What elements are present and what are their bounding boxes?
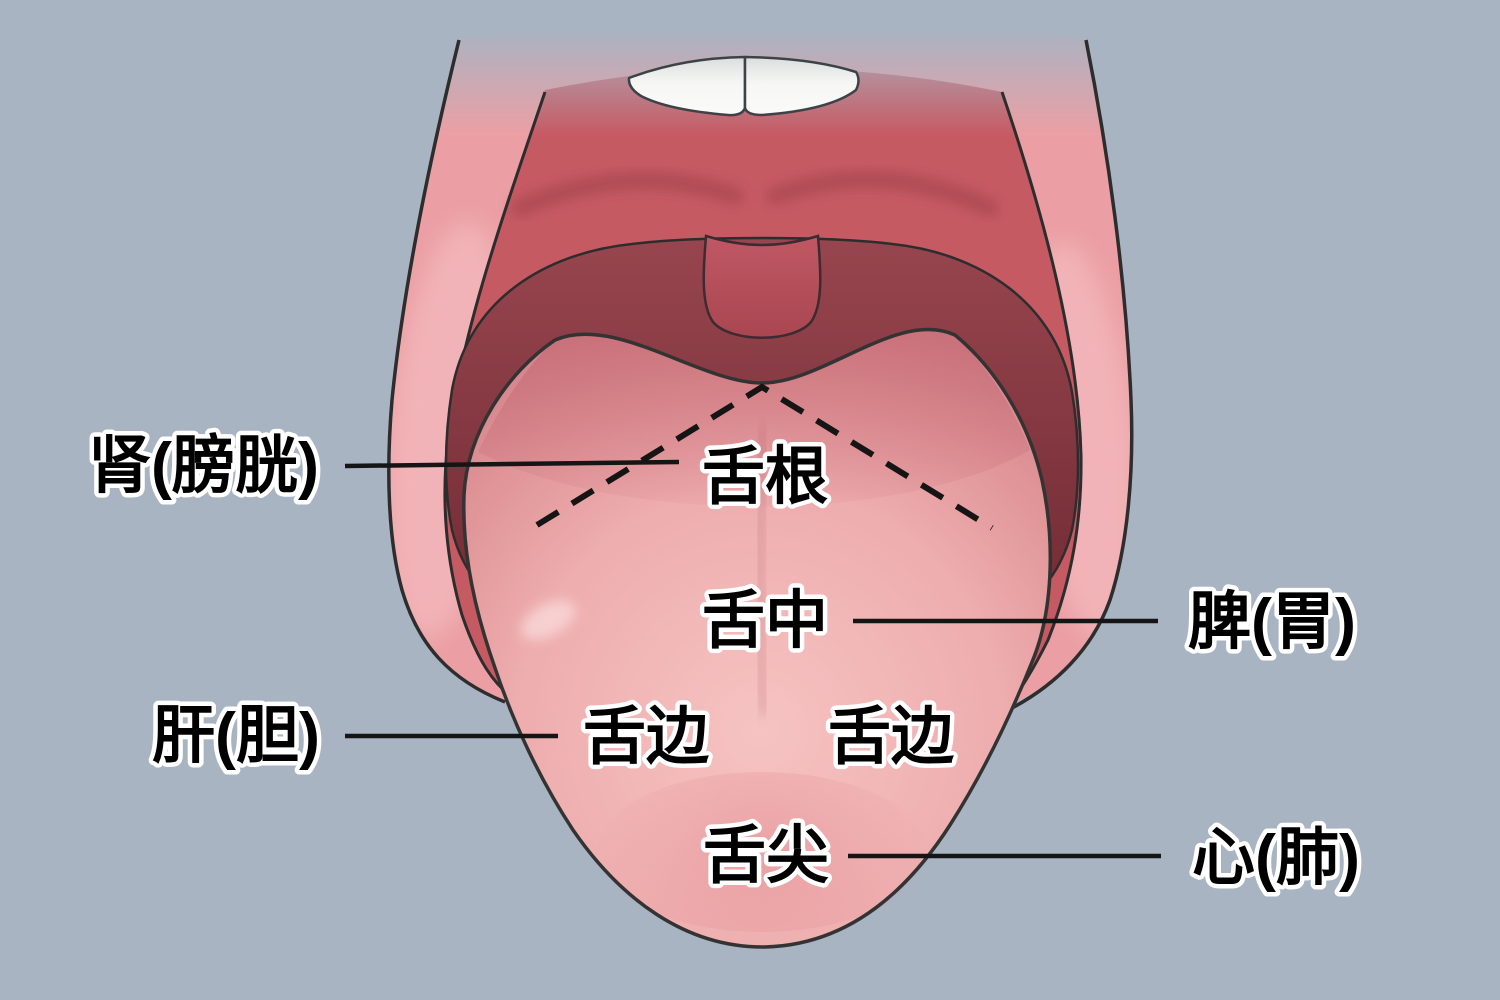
callout-line-kidney-bladder [344, 459, 680, 469]
palate-wrinkle-right [766, 170, 999, 217]
label-tongue-middle: 舌中 [702, 586, 828, 656]
tongue-midline-crease [756, 424, 767, 716]
inner-lip-outline-right [1000, 91, 1083, 708]
label-spleen-stomach: 脾(胃) [1188, 587, 1356, 657]
label-tongue-edge-right: 舌边 [828, 702, 954, 772]
tongue-highlight [520, 600, 576, 640]
palate-wrinkle-left [511, 171, 744, 217]
right-incisor [743, 55, 860, 117]
outer-lip-outline-right [1011, 39, 1134, 710]
label-tongue-edge-left: 舌边 [583, 702, 709, 772]
left-incisor [627, 55, 747, 117]
label-tongue-root: 舌根 [702, 442, 828, 512]
tongue-outline [462, 327, 1052, 949]
uvula [702, 234, 822, 339]
outer-lip-outline-left [387, 39, 506, 704]
label-kidney-bladder: 肾(膀胱) [88, 431, 319, 501]
label-liver-gallbladder: 肝(胆) [152, 701, 320, 771]
label-heart-lung: 心(肺) [1192, 823, 1360, 893]
tongue-tip-blush [597, 772, 927, 932]
tongue-root-boundary-dashes [535, 383, 994, 531]
upper-teeth [627, 55, 860, 117]
label-tongue-tip: 舌尖 [703, 821, 829, 891]
